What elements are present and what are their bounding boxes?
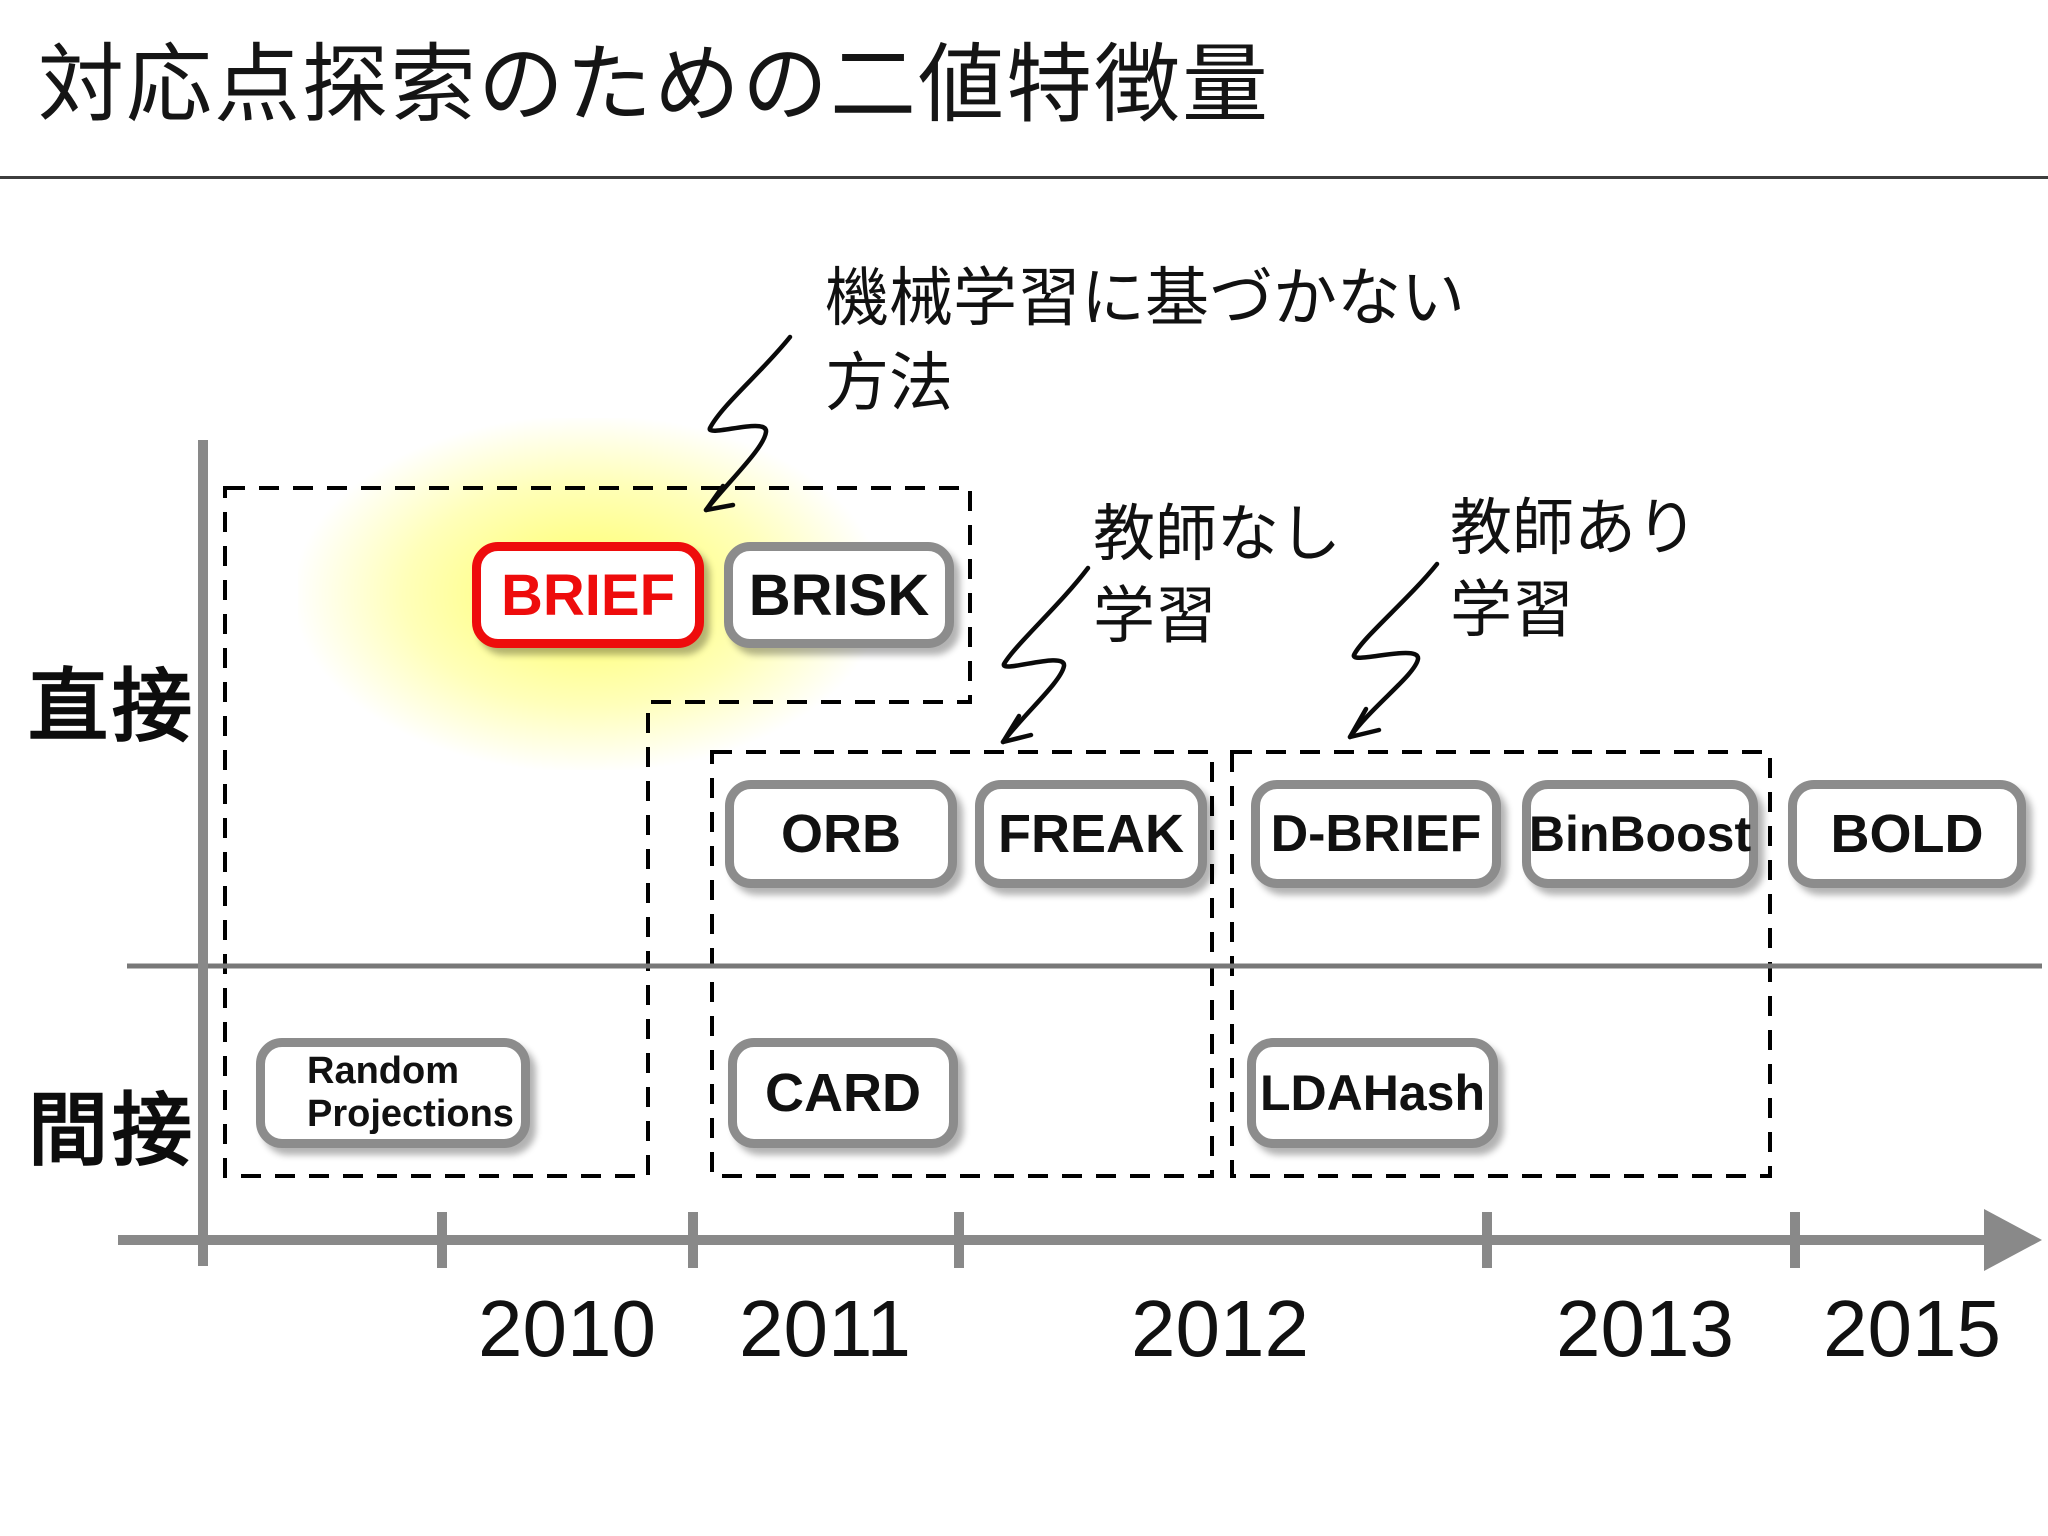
arrow-unsupervised-head-icon xyxy=(1000,713,1034,745)
method-box-freak: FREAK xyxy=(975,780,1207,888)
title-divider xyxy=(0,176,2048,179)
annotation-supervised-line2: 学習 xyxy=(1450,576,1575,645)
method-box-binboost: BinBoost xyxy=(1522,780,1758,888)
annotation-non-ml-line2: 方法 xyxy=(825,347,953,419)
x-axis-ticks xyxy=(437,1212,1800,1268)
method-box-ldahash: LDAHash xyxy=(1247,1038,1498,1148)
method-box-brief: BRIEF xyxy=(472,542,704,648)
arrow-non-ml-head-icon xyxy=(703,483,736,513)
random-projections-line2: Projections xyxy=(307,1093,514,1135)
method-box-bold: BOLD xyxy=(1788,780,2026,888)
annotation-unsupervised-line2: 学習 xyxy=(1093,582,1218,651)
method-box-orb: ORB xyxy=(725,780,957,888)
method-box-brisk: BRISK xyxy=(724,542,954,648)
row-label-direct: 直接 xyxy=(28,662,196,751)
year-label-2013: 2013 xyxy=(1556,1284,1734,1373)
arrow-supervised-head-icon xyxy=(1347,706,1382,740)
arrow-unsupervised-icon xyxy=(1000,565,1091,745)
year-label-2015: 2015 xyxy=(1823,1284,2001,1373)
annotation-supervised: 教師あり 学習 xyxy=(1450,488,1698,652)
year-label-2011: 2011 xyxy=(738,1284,912,1373)
page-title: 対応点探索のための二値特徴量 xyxy=(38,37,1270,133)
method-box-card: CARD xyxy=(728,1038,958,1148)
arrow-non-ml-icon xyxy=(703,334,793,513)
annotation-non-ml: 機械学習に基づかない 方法 xyxy=(825,256,1465,426)
annotation-unsupervised-line1: 教師なし xyxy=(1093,500,1342,569)
row-label-indirect: 間接 xyxy=(28,1086,196,1175)
arrow-supervised-icon xyxy=(1347,561,1440,740)
annotation-non-ml-line1: 機械学習に基づかない xyxy=(825,262,1465,334)
annotation-supervised-line1: 教師あり xyxy=(1450,494,1699,563)
group-non-ml-outline xyxy=(223,486,972,1178)
annotation-unsupervised: 教師なし 学習 xyxy=(1093,494,1341,658)
method-box-dbrief: D-BRIEF xyxy=(1251,780,1501,888)
year-label-2012: 2012 xyxy=(1131,1284,1309,1373)
random-projections-line1: Random xyxy=(307,1050,459,1093)
x-axis-arrowhead-icon xyxy=(1984,1209,2042,1271)
year-label-2010: 2010 xyxy=(478,1284,656,1373)
method-box-random-projections: Random Projections xyxy=(256,1038,530,1148)
